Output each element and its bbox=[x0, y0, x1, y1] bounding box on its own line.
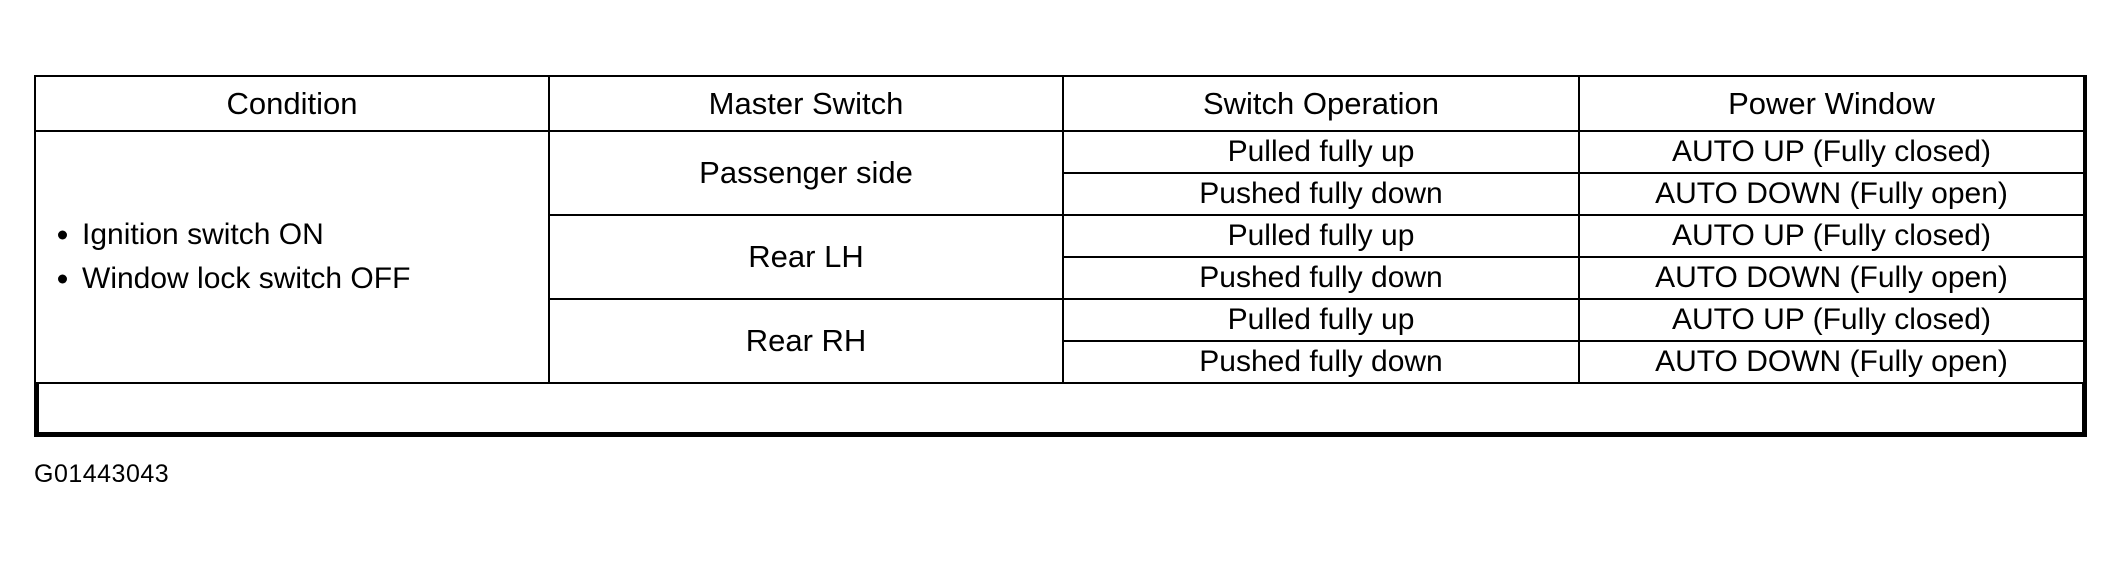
table-row: Pushed fully down AUTO DOWN (Fully open) bbox=[35, 340, 2085, 384]
list-item: Window lock switch OFF bbox=[58, 262, 548, 297]
cell-power-window: AUTO DOWN (Fully open) bbox=[1578, 340, 2085, 384]
bullet-icon bbox=[58, 230, 67, 240]
power-window-spec-table: Condition Master Switch Switch Operation… bbox=[34, 75, 2085, 384]
table-header-row: Condition Master Switch Switch Operation… bbox=[34, 75, 2085, 132]
column-header-condition: Condition bbox=[34, 75, 550, 132]
cell-switch-operation: Pushed fully down bbox=[1062, 340, 1580, 384]
cell-condition: Ignition switch ON Window lock switch OF… bbox=[34, 130, 550, 384]
list-item: Ignition switch ON bbox=[58, 218, 548, 253]
figure-caption: G01443043 bbox=[34, 460, 170, 488]
table-row: Rear RH Pulled fully up AUTO UP (Fully c… bbox=[35, 298, 2085, 384]
cell-switch-operation: Pulled fully up bbox=[1062, 214, 1580, 258]
condition-item-text: Ignition switch ON bbox=[82, 217, 324, 251]
cell-master-switch: Rear LH bbox=[548, 214, 1064, 300]
condition-list: Ignition switch ON Window lock switch OF… bbox=[58, 218, 548, 297]
column-header-switch-operation: Switch Operation bbox=[1062, 75, 1580, 132]
bullet-icon bbox=[58, 274, 67, 284]
table-border-bottom bbox=[34, 432, 2087, 437]
cell-power-window: AUTO UP (Fully closed) bbox=[1578, 130, 2085, 174]
cell-switch-operation: Pulled fully up bbox=[1062, 298, 1580, 342]
cell-switch-operation: Pushed fully down bbox=[1062, 172, 1580, 216]
column-header-power-window: Power Window bbox=[1578, 75, 2085, 132]
table-row: Pushed fully down AUTO DOWN (Fully open) bbox=[35, 256, 2085, 300]
table-row: Pushed fully down AUTO DOWN (Fully open) bbox=[35, 172, 2085, 216]
cell-power-window: AUTO UP (Fully closed) bbox=[1578, 298, 2085, 342]
cell-power-window: AUTO UP (Fully closed) bbox=[1578, 214, 2085, 258]
table-row: Ignition switch ON Window lock switch OF… bbox=[34, 130, 2085, 384]
column-header-master-switch: Master Switch bbox=[548, 75, 1064, 132]
cell-power-window: AUTO DOWN (Fully open) bbox=[1578, 256, 2085, 300]
table-row: Rear LH Pulled fully up AUTO UP (Fully c… bbox=[35, 214, 2085, 300]
cell-power-window: AUTO DOWN (Fully open) bbox=[1578, 172, 2085, 216]
condition-item-text: Window lock switch OFF bbox=[82, 262, 411, 295]
cell-switch-operation: Pushed fully down bbox=[1062, 256, 1580, 300]
cell-master-switch: Rear RH bbox=[548, 298, 1064, 384]
cell-master-switch: Passenger side bbox=[548, 130, 1064, 216]
cell-switch-operation: Pulled fully up bbox=[1062, 130, 1580, 174]
